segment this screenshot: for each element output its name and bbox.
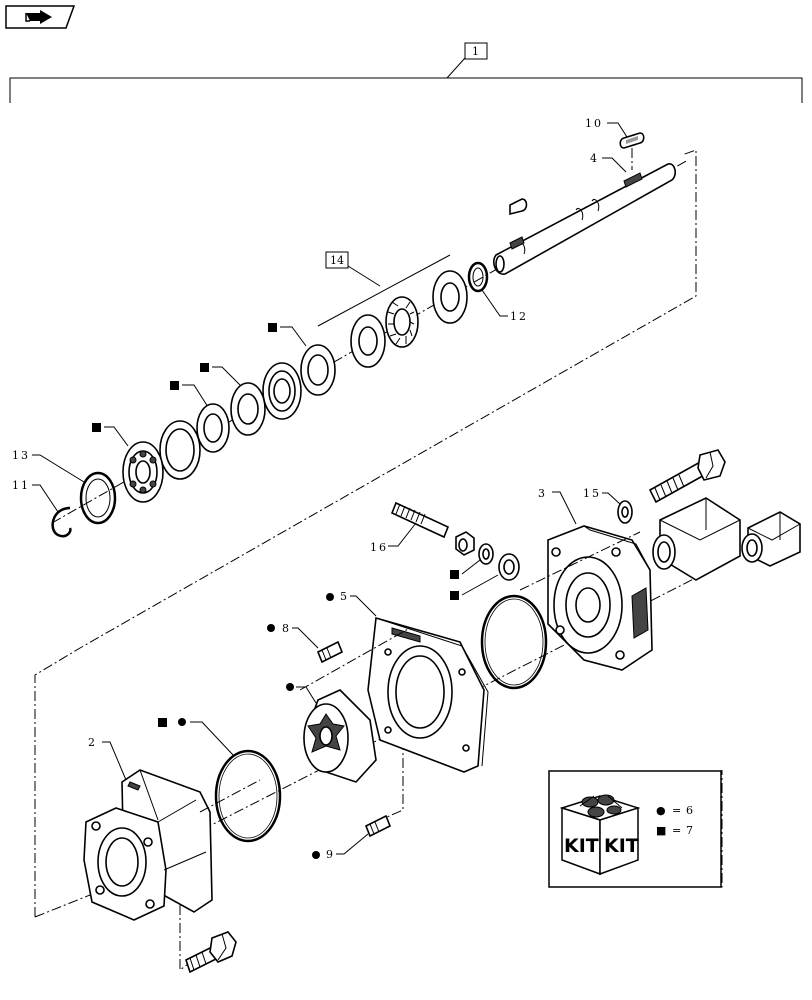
seal-ring-b-part[interactable]	[230, 382, 266, 436]
kit7-marker-b	[200, 363, 241, 386]
o-ring-small-callout-group	[158, 718, 235, 757]
kit7-marker-f	[450, 574, 499, 600]
housing-part[interactable]	[83, 769, 213, 921]
bearing-cup-part[interactable]	[159, 420, 201, 480]
washer-15-part[interactable]	[617, 500, 633, 524]
callout-4-group: 4	[590, 152, 627, 173]
callout-13-group: 13	[12, 449, 85, 483]
kit7-marker-c	[170, 381, 209, 408]
bottom-bolt-part[interactable]	[185, 931, 237, 974]
stud-washer-part[interactable]	[478, 543, 494, 565]
kit7-marker-e	[450, 559, 481, 579]
fitting-part[interactable]	[741, 511, 801, 567]
legend-square-symbol: ■	[656, 824, 666, 837]
callout-11: 11	[12, 479, 30, 492]
callout-3-group: 3	[538, 487, 577, 525]
navigation-arrow-icon[interactable]	[5, 5, 76, 29]
callout-9: 9	[326, 848, 335, 861]
callout-2: 2	[88, 736, 97, 749]
legend-circle-symbol: ●	[656, 804, 666, 817]
legend-circle-equals: =	[672, 804, 681, 817]
bearing-a-part[interactable]	[262, 362, 302, 420]
kit-legend: KIT KIT ● = 6 ■ = 7	[548, 770, 722, 888]
seal-ring-a-part[interactable]	[300, 344, 336, 396]
callout-16-group: 16	[370, 522, 417, 554]
legend-circle-kit: 6	[686, 804, 693, 817]
port-plate-part[interactable]	[367, 616, 489, 773]
callout-13: 13	[12, 449, 30, 462]
seal-ring-c-part[interactable]	[196, 403, 230, 453]
thrust-bearing-kit-group: 14	[317, 251, 451, 327]
callout-14: 14	[330, 254, 344, 267]
callout-5-group: 5	[326, 590, 377, 617]
kit7-marker-a	[268, 323, 307, 347]
callout-2-group: 2	[88, 736, 127, 781]
callout-10-group: 10	[585, 117, 628, 138]
callout-9-group: 9	[312, 833, 369, 861]
callout-16: 16	[370, 541, 388, 554]
kit7-marker-d	[92, 423, 129, 447]
callout-1: 1	[472, 45, 479, 58]
o-ring-large-part[interactable]	[480, 594, 548, 690]
callout-8-group: 8	[267, 622, 319, 649]
callout-10: 10	[585, 117, 603, 130]
o-ring-small-part[interactable]	[214, 749, 282, 843]
thrust-needle-bearing-part[interactable]	[385, 296, 419, 348]
legend-square-equals: =	[672, 824, 681, 837]
snap-ring-11-part[interactable]	[51, 506, 72, 538]
dowel-pin-9-part[interactable]	[364, 814, 392, 838]
kit-box-icon: KIT KIT	[559, 794, 641, 876]
kit-box-label-right: KIT	[604, 835, 639, 857]
callout-11-group: 11	[12, 479, 59, 513]
callout-15-group: 15	[583, 487, 621, 505]
retaining-ring-12-part[interactable]	[467, 261, 489, 293]
thrust-washer-outer-part[interactable]	[432, 270, 468, 324]
stud-part[interactable]	[390, 501, 450, 539]
woodruff-key-part[interactable]	[509, 198, 528, 216]
legend-square-kit: 7	[686, 824, 693, 837]
callout-12: 12	[510, 310, 528, 323]
gerotor-callout-group	[286, 683, 317, 704]
stud-seal-part[interactable]	[498, 553, 520, 581]
hex-coupling-part[interactable]	[652, 497, 741, 581]
callout-4: 4	[590, 152, 599, 165]
dowel-pin-8-part[interactable]	[316, 640, 344, 664]
thrust-washer-inner-part[interactable]	[350, 314, 386, 368]
assembly-bracket: 1	[9, 42, 803, 103]
callout-3: 3	[538, 487, 547, 500]
stud-nut-part[interactable]	[455, 531, 475, 556]
callout-12-group: 12	[481, 289, 528, 323]
bolt-part[interactable]	[648, 449, 726, 504]
cover-part[interactable]	[547, 525, 653, 671]
gerotor-part[interactable]	[303, 689, 377, 783]
callout-5: 5	[340, 590, 349, 603]
callout-8: 8	[282, 622, 291, 635]
ball-bearing-part[interactable]	[122, 441, 164, 503]
shaft-part[interactable]	[492, 163, 677, 275]
callout-15: 15	[583, 487, 601, 500]
retaining-ring-13-part[interactable]	[79, 471, 117, 525]
key-part[interactable]	[619, 132, 645, 149]
kit-box-label-left: KIT	[564, 835, 599, 857]
